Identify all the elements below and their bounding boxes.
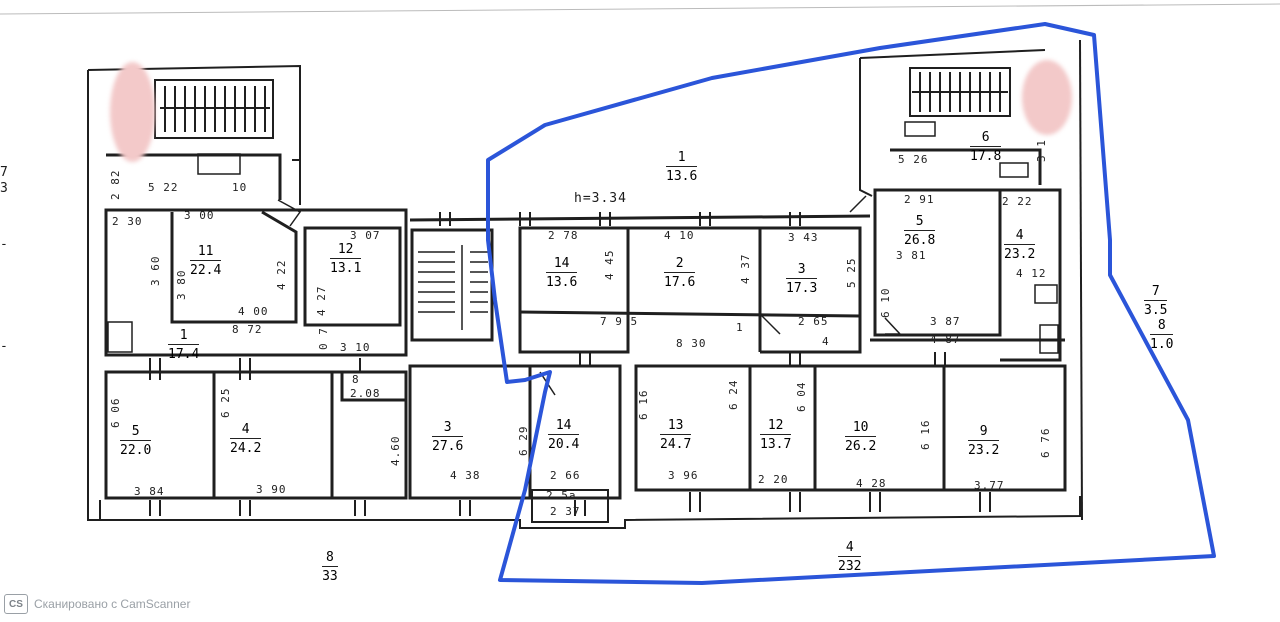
dimension-label: 4.60 xyxy=(389,435,402,467)
dimension-label: 8 xyxy=(352,373,360,386)
dimension-label: 3 10 xyxy=(340,341,371,354)
dimension-label: 3 60 xyxy=(149,255,162,287)
dimension-label: 4 12 xyxy=(1016,267,1047,280)
dimension-label: 3 84 xyxy=(134,485,165,498)
dimension-label: 2 82 xyxy=(109,169,122,201)
dimension-label: 2 30 xyxy=(112,215,143,228)
dimension-label: 6 10 xyxy=(879,287,892,319)
dimension-label: 2 78 xyxy=(548,229,579,242)
edge-mark: 7 xyxy=(0,165,9,180)
dimension-label: 3 81 xyxy=(896,249,927,262)
ceiling-height-mark: h=3.34 xyxy=(574,191,627,206)
dimension-label: 3 1 xyxy=(1035,139,1048,162)
dimension-label: 2.5a xyxy=(546,489,577,502)
dimension-label: 6 76 xyxy=(1039,427,1052,459)
dimension-label: 4 37 xyxy=(739,253,752,285)
dimension-label: 3 80 xyxy=(175,269,188,301)
dimension-label: 6 29 xyxy=(517,425,530,457)
camscanner-logo-icon: CS xyxy=(4,594,28,614)
dimension-label: 6 24 xyxy=(727,379,740,411)
dimension-label: 3 43 xyxy=(788,231,819,244)
dimension-label: 3.77 xyxy=(974,479,1005,492)
dimension-label: 2.08 xyxy=(350,387,381,400)
dimension-label: 2 37 xyxy=(550,505,581,518)
dimension-label: 3 07 xyxy=(350,229,381,242)
edge-mark: 3 xyxy=(0,181,9,196)
stairs-right xyxy=(909,67,1011,117)
dimension-label: 3 96 xyxy=(668,469,699,482)
dimension-label: 4 xyxy=(822,335,830,348)
edge-mark: - xyxy=(0,237,9,252)
dimension-label: 6 06 xyxy=(109,397,122,429)
dimension-label: 6 04 xyxy=(795,381,808,413)
dimension-label: 3 90 xyxy=(256,483,287,496)
dimension-label: 4 87 xyxy=(930,333,961,346)
building-outline xyxy=(87,39,1083,529)
dimension-label: 4 27 xyxy=(315,285,328,317)
dimension-label: 3 00 xyxy=(184,209,215,222)
dimension-label: 2 66 xyxy=(550,469,581,482)
dimension-label: 8 30 xyxy=(676,337,707,350)
stairs-center xyxy=(418,245,488,330)
dimension-label: 5 22 xyxy=(148,181,179,194)
redaction-mark-left xyxy=(110,62,155,162)
dimension-label: 1 xyxy=(736,321,744,334)
redaction-mark-right xyxy=(1022,60,1072,135)
window-marks xyxy=(149,212,991,516)
paper-edge xyxy=(0,3,1280,15)
highlight-outline xyxy=(486,22,1216,585)
dimension-label: 8 72 xyxy=(232,323,263,336)
dimension-label: 2 91 xyxy=(904,193,935,206)
fixtures xyxy=(107,121,1059,354)
dimension-label: 5 26 xyxy=(898,153,929,166)
dimension-label: 4 45 xyxy=(603,249,616,281)
balcony xyxy=(531,489,609,523)
dimension-label: 4 00 xyxy=(238,305,269,318)
dimension-label: 6 16 xyxy=(637,389,650,421)
dimension-label: 3 87 xyxy=(930,315,961,328)
edge-mark: - xyxy=(0,339,9,354)
dimension-label: 4 22 xyxy=(275,259,288,291)
dimension-label: 6 25 xyxy=(219,387,232,419)
camscanner-watermark: CS Сканировано с CamScanner xyxy=(4,594,190,614)
dimension-label: 2 20 xyxy=(758,473,789,486)
dimension-label: 4 10 xyxy=(664,229,695,242)
walls xyxy=(104,148,1067,500)
dimension-label: 4 38 xyxy=(450,469,481,482)
dimension-label: 6 16 xyxy=(919,419,932,451)
dimension-label: 10 xyxy=(232,181,248,194)
stairs-left xyxy=(154,79,274,139)
dimension-label: 2 65 xyxy=(798,315,829,328)
dimension-label: 7 9 5 xyxy=(600,315,639,328)
dimension-label: 2 22 xyxy=(1002,195,1033,208)
dimension-label: 4 28 xyxy=(856,477,887,490)
dimension-label: 5 25 xyxy=(845,257,858,289)
camscanner-text: Сканировано с CamScanner xyxy=(34,597,191,611)
dimension-label: 0 7 xyxy=(317,327,330,350)
